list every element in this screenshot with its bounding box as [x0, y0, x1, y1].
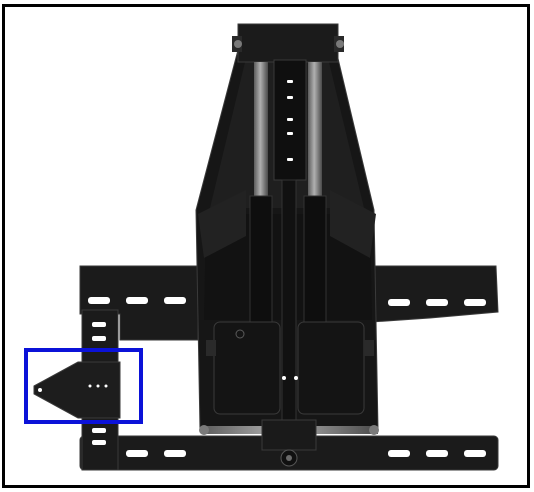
top-block — [232, 23, 344, 63]
highlight-box — [24, 348, 143, 424]
upper-rail — [79, 265, 499, 341]
motor-housings — [206, 321, 374, 415]
gas-spring-rods — [254, 62, 322, 212]
left-bracket-ear — [33, 361, 121, 419]
center-channel — [273, 59, 307, 181]
side-gussets — [198, 190, 376, 258]
bottom-rail-holes — [88, 450, 486, 457]
upper-rail-holes — [88, 297, 486, 306]
lower-cylinders — [249, 179, 327, 441]
bottom-axle — [199, 419, 379, 467]
